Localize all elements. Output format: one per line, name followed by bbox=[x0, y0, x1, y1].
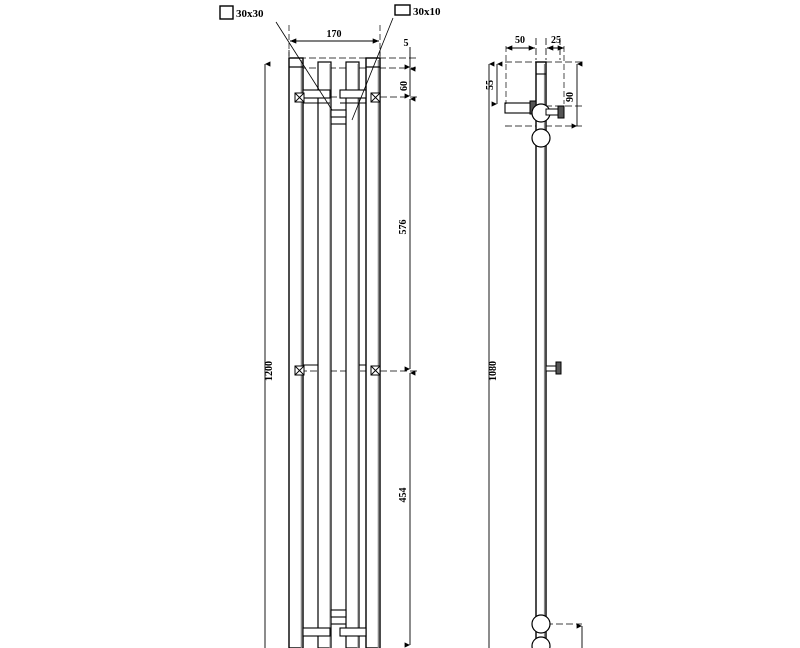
dim-25-label: 25 bbox=[551, 35, 561, 46]
callout-30x10-leader bbox=[351, 17, 394, 121]
dim-55-label: 55 bbox=[485, 80, 496, 90]
dim-55: 55 bbox=[485, 61, 503, 107]
dim-90-label: 90 bbox=[565, 92, 576, 102]
front-bar-second bbox=[317, 61, 332, 648]
dim-1080: 1080 bbox=[488, 61, 499, 648]
callout-30x30-label: 30x30 bbox=[236, 8, 264, 20]
dim-1080-label: 1080 bbox=[488, 361, 499, 381]
front-view bbox=[288, 50, 418, 648]
callout-30x10: 30x10 bbox=[351, 4, 441, 121]
dim-454-label: 454 bbox=[398, 488, 409, 503]
square-profile-icon bbox=[219, 5, 234, 20]
callout-30x30: 30x30 bbox=[219, 5, 333, 111]
dim-170-label: 170 bbox=[327, 29, 342, 40]
front-bar-right-outer bbox=[365, 57, 381, 648]
dim-1200: 1200 bbox=[264, 61, 275, 648]
side-body bbox=[535, 61, 547, 648]
side-bottom-fitting bbox=[531, 614, 551, 648]
side-view bbox=[504, 38, 582, 648]
dim-50-label: 50 bbox=[515, 35, 525, 46]
dim-454: 454 bbox=[398, 370, 416, 648]
front-mount-marker-top-right bbox=[370, 92, 381, 103]
dim-60: 60 bbox=[399, 66, 416, 99]
front-upper-rails bbox=[302, 89, 367, 125]
dim-576-label: 576 bbox=[398, 220, 409, 235]
dim-5: 5 bbox=[404, 38, 411, 70]
callout-30x30-leader bbox=[275, 21, 333, 111]
dim-1200-label: 1200 bbox=[264, 361, 275, 381]
side-top-fitting bbox=[504, 100, 565, 148]
dim-576: 576 bbox=[398, 96, 416, 372]
callout-30x10-label: 30x10 bbox=[413, 6, 441, 18]
dim-60-label: 60 bbox=[399, 81, 410, 91]
dim-90: 90 bbox=[565, 61, 583, 129]
side-mid-bracket bbox=[545, 361, 562, 375]
front-mount-marker-top-left bbox=[294, 92, 305, 103]
front-bar-left-outer bbox=[288, 57, 304, 648]
front-bottom-rails bbox=[302, 609, 367, 637]
front-mount-marker-mid-right bbox=[370, 365, 381, 376]
dim-5-label: 5 bbox=[404, 38, 409, 49]
dim-170: 170 bbox=[288, 25, 381, 56]
dim-50: 50 bbox=[505, 35, 535, 104]
front-mount-marker-mid-left bbox=[294, 365, 305, 376]
rect-profile-icon bbox=[394, 4, 411, 16]
dim-25: 25 bbox=[547, 35, 565, 104]
front-bar-third bbox=[345, 61, 360, 648]
